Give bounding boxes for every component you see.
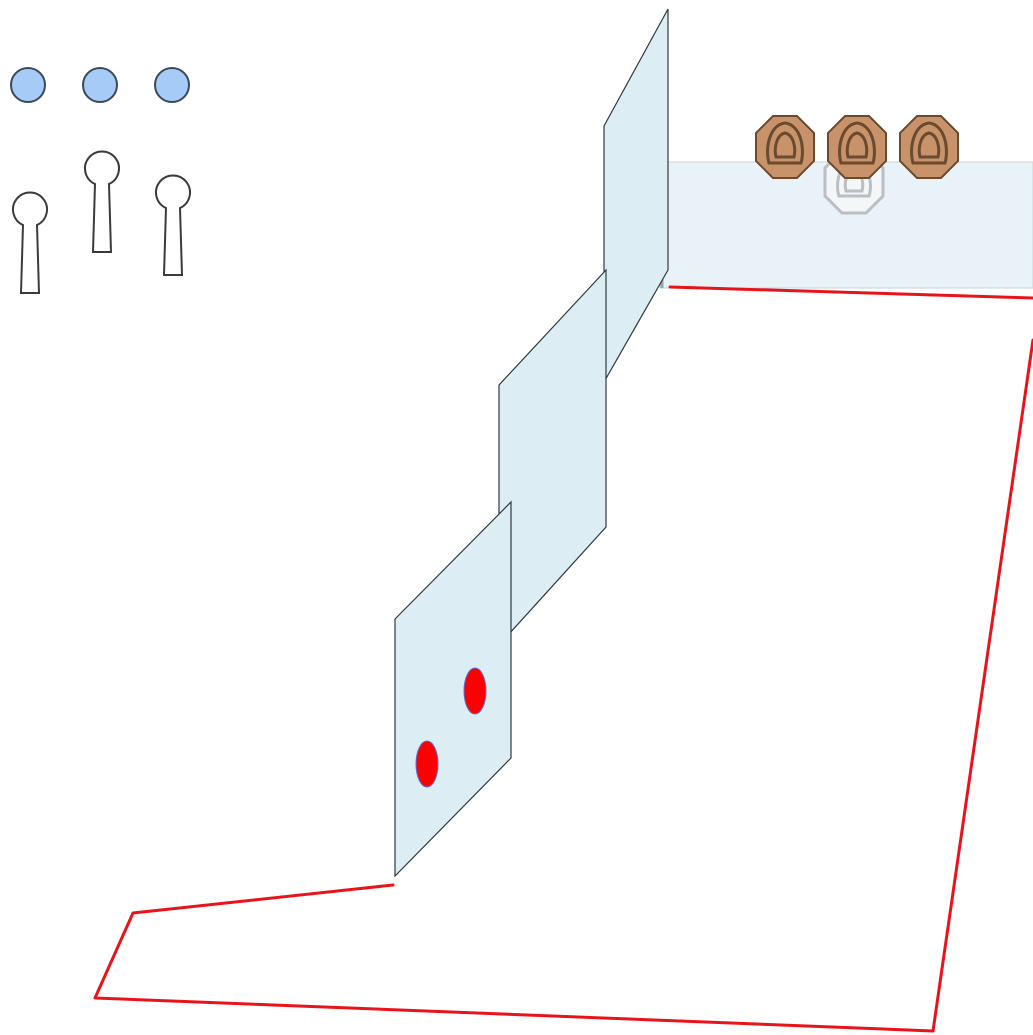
blue-circle	[11, 68, 45, 102]
legend-pins	[13, 152, 190, 293]
target-icon	[828, 116, 886, 178]
red-marker	[464, 668, 486, 714]
blue-circle	[155, 68, 189, 102]
front-panel	[395, 502, 511, 876]
keyhole-pin	[13, 193, 47, 293]
boundary-top-edge	[670, 287, 1033, 298]
keyhole-pin	[156, 176, 190, 275]
middle-panel	[499, 270, 606, 645]
red-marker	[416, 741, 438, 787]
legend-circles	[11, 68, 189, 102]
wall-panels	[395, 9, 668, 876]
back-panel	[604, 9, 668, 382]
blue-circle	[83, 68, 117, 102]
target-icon	[900, 116, 958, 178]
target-icon	[756, 116, 814, 178]
keyhole-pin	[85, 152, 119, 252]
